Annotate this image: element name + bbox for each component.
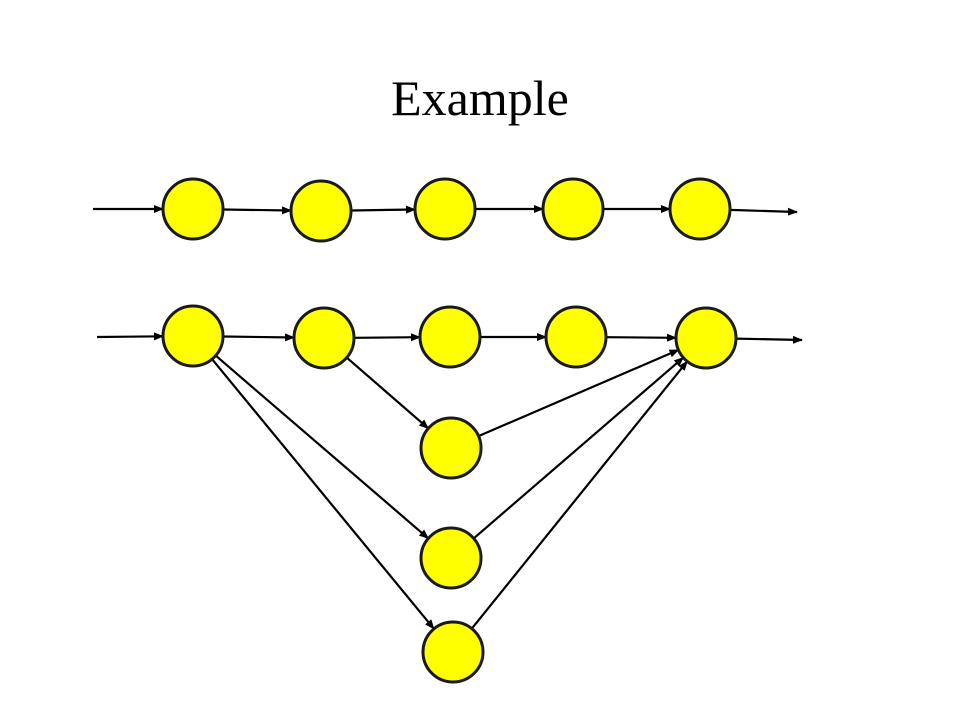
- edge-r2-1-to-b-2: [214, 354, 430, 540]
- edge-r2-2-to-r2-3: [353, 333, 421, 342]
- edge-r1-1-to-r1-2: [222, 206, 292, 215]
- node-r1-3: [413, 177, 477, 241]
- slide-title: Example: [391, 70, 569, 126]
- node-r2-5: [674, 306, 738, 370]
- node-r1-2: [289, 179, 353, 243]
- edge-r2-2-to-b-1: [345, 356, 430, 430]
- edge-in-2-to-r2-1: [96, 332, 164, 341]
- node-r2-3: [418, 305, 482, 369]
- edge-r1-5-to-out-1: [729, 207, 798, 216]
- node-b-2: [419, 526, 483, 590]
- edges-layer: [93, 205, 803, 630]
- node-r2-1: [161, 304, 225, 368]
- node-r2-4: [544, 305, 608, 369]
- edge-r2-4-to-r2-5: [605, 333, 677, 342]
- node-b-3: [421, 620, 485, 684]
- node-r1-4: [541, 177, 605, 241]
- node-r2-2: [292, 306, 356, 370]
- edge-b-2-to-r2-5: [472, 356, 685, 540]
- node-r1-5: [668, 177, 732, 241]
- edge-r2-1-to-b-3: [211, 358, 435, 630]
- edge-r2-1-to-r2-2: [222, 333, 295, 342]
- nodes-layer: [161, 177, 738, 684]
- node-r1-1: [161, 177, 225, 241]
- edge-b-1-to-r2-5: [478, 348, 680, 438]
- edge-r2-5-to-out-2: [735, 335, 803, 344]
- node-b-1: [419, 416, 483, 480]
- edge-b-3-to-r2-5: [470, 360, 689, 630]
- edge-r1-2-to-r1-3: [350, 205, 416, 214]
